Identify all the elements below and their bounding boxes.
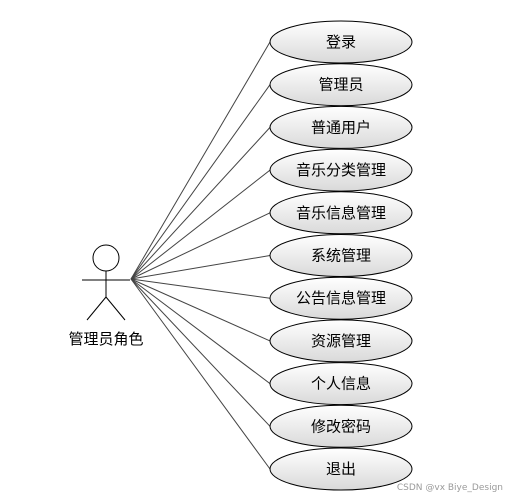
use-case: 修改密码: [269, 404, 413, 448]
watermark: CSDN @vx Biye_Design: [397, 483, 503, 493]
association-line: [130, 255, 271, 280]
use-case-ellipse: [269, 191, 413, 235]
association-line: [130, 278, 271, 470]
use-case: 退出: [269, 447, 413, 491]
association-line: [130, 278, 271, 427]
use-case: 个人信息: [269, 362, 413, 406]
association-line: [130, 212, 271, 280]
association-line: [130, 169, 271, 280]
use-case-label: 系统管理: [311, 247, 371, 265]
use-case-list: 登录管理员普通用户音乐分类管理音乐信息管理系统管理公告信息管理资源管理个人信息修…: [269, 20, 413, 491]
use-case-ellipse: [269, 362, 413, 406]
use-case-label: 退出: [326, 460, 356, 478]
use-case-label: 音乐分类管理: [296, 161, 386, 179]
use-case: 资源管理: [269, 319, 413, 363]
actor: 管理员角色: [68, 244, 144, 348]
use-case: 音乐分类管理: [269, 148, 413, 192]
association-line: [130, 84, 271, 280]
use-case-label: 音乐信息管理: [296, 204, 386, 222]
association-line: [130, 41, 271, 280]
use-case-label: 普通用户: [311, 118, 371, 136]
use-case-label: 登录: [326, 33, 356, 51]
use-case: 管理员: [269, 63, 413, 107]
use-case-label: 个人信息: [311, 375, 371, 393]
use-case-ellipse: [269, 319, 413, 363]
use-case-ellipse: [269, 20, 413, 64]
use-case-label: 管理员: [318, 76, 363, 94]
use-case: 登录: [269, 20, 413, 64]
use-case-ellipse: [269, 63, 413, 107]
association-lines: [130, 41, 271, 470]
actor-label: 管理员角色: [68, 330, 143, 348]
use-case-ellipse: [269, 276, 413, 320]
use-case: 音乐信息管理: [269, 191, 413, 235]
association-line: [130, 278, 271, 342]
use-case: 普通用户: [269, 105, 413, 149]
association-line: [130, 278, 271, 384]
use-case: 公告信息管理: [269, 276, 413, 320]
use-case-ellipse: [269, 404, 413, 448]
use-case-ellipse: [269, 105, 413, 149]
stick-figure-icon: [82, 244, 130, 321]
association-line: [130, 127, 271, 280]
use-case-label: 修改密码: [311, 417, 371, 435]
use-case: 系统管理: [269, 234, 413, 277]
use-case-ellipse: [269, 234, 413, 277]
use-case-label: 公告信息管理: [296, 289, 386, 307]
use-case-label: 资源管理: [311, 332, 371, 350]
use-case-ellipse: [269, 148, 413, 192]
use-case-ellipse: [269, 447, 413, 491]
association-line: [130, 278, 271, 299]
